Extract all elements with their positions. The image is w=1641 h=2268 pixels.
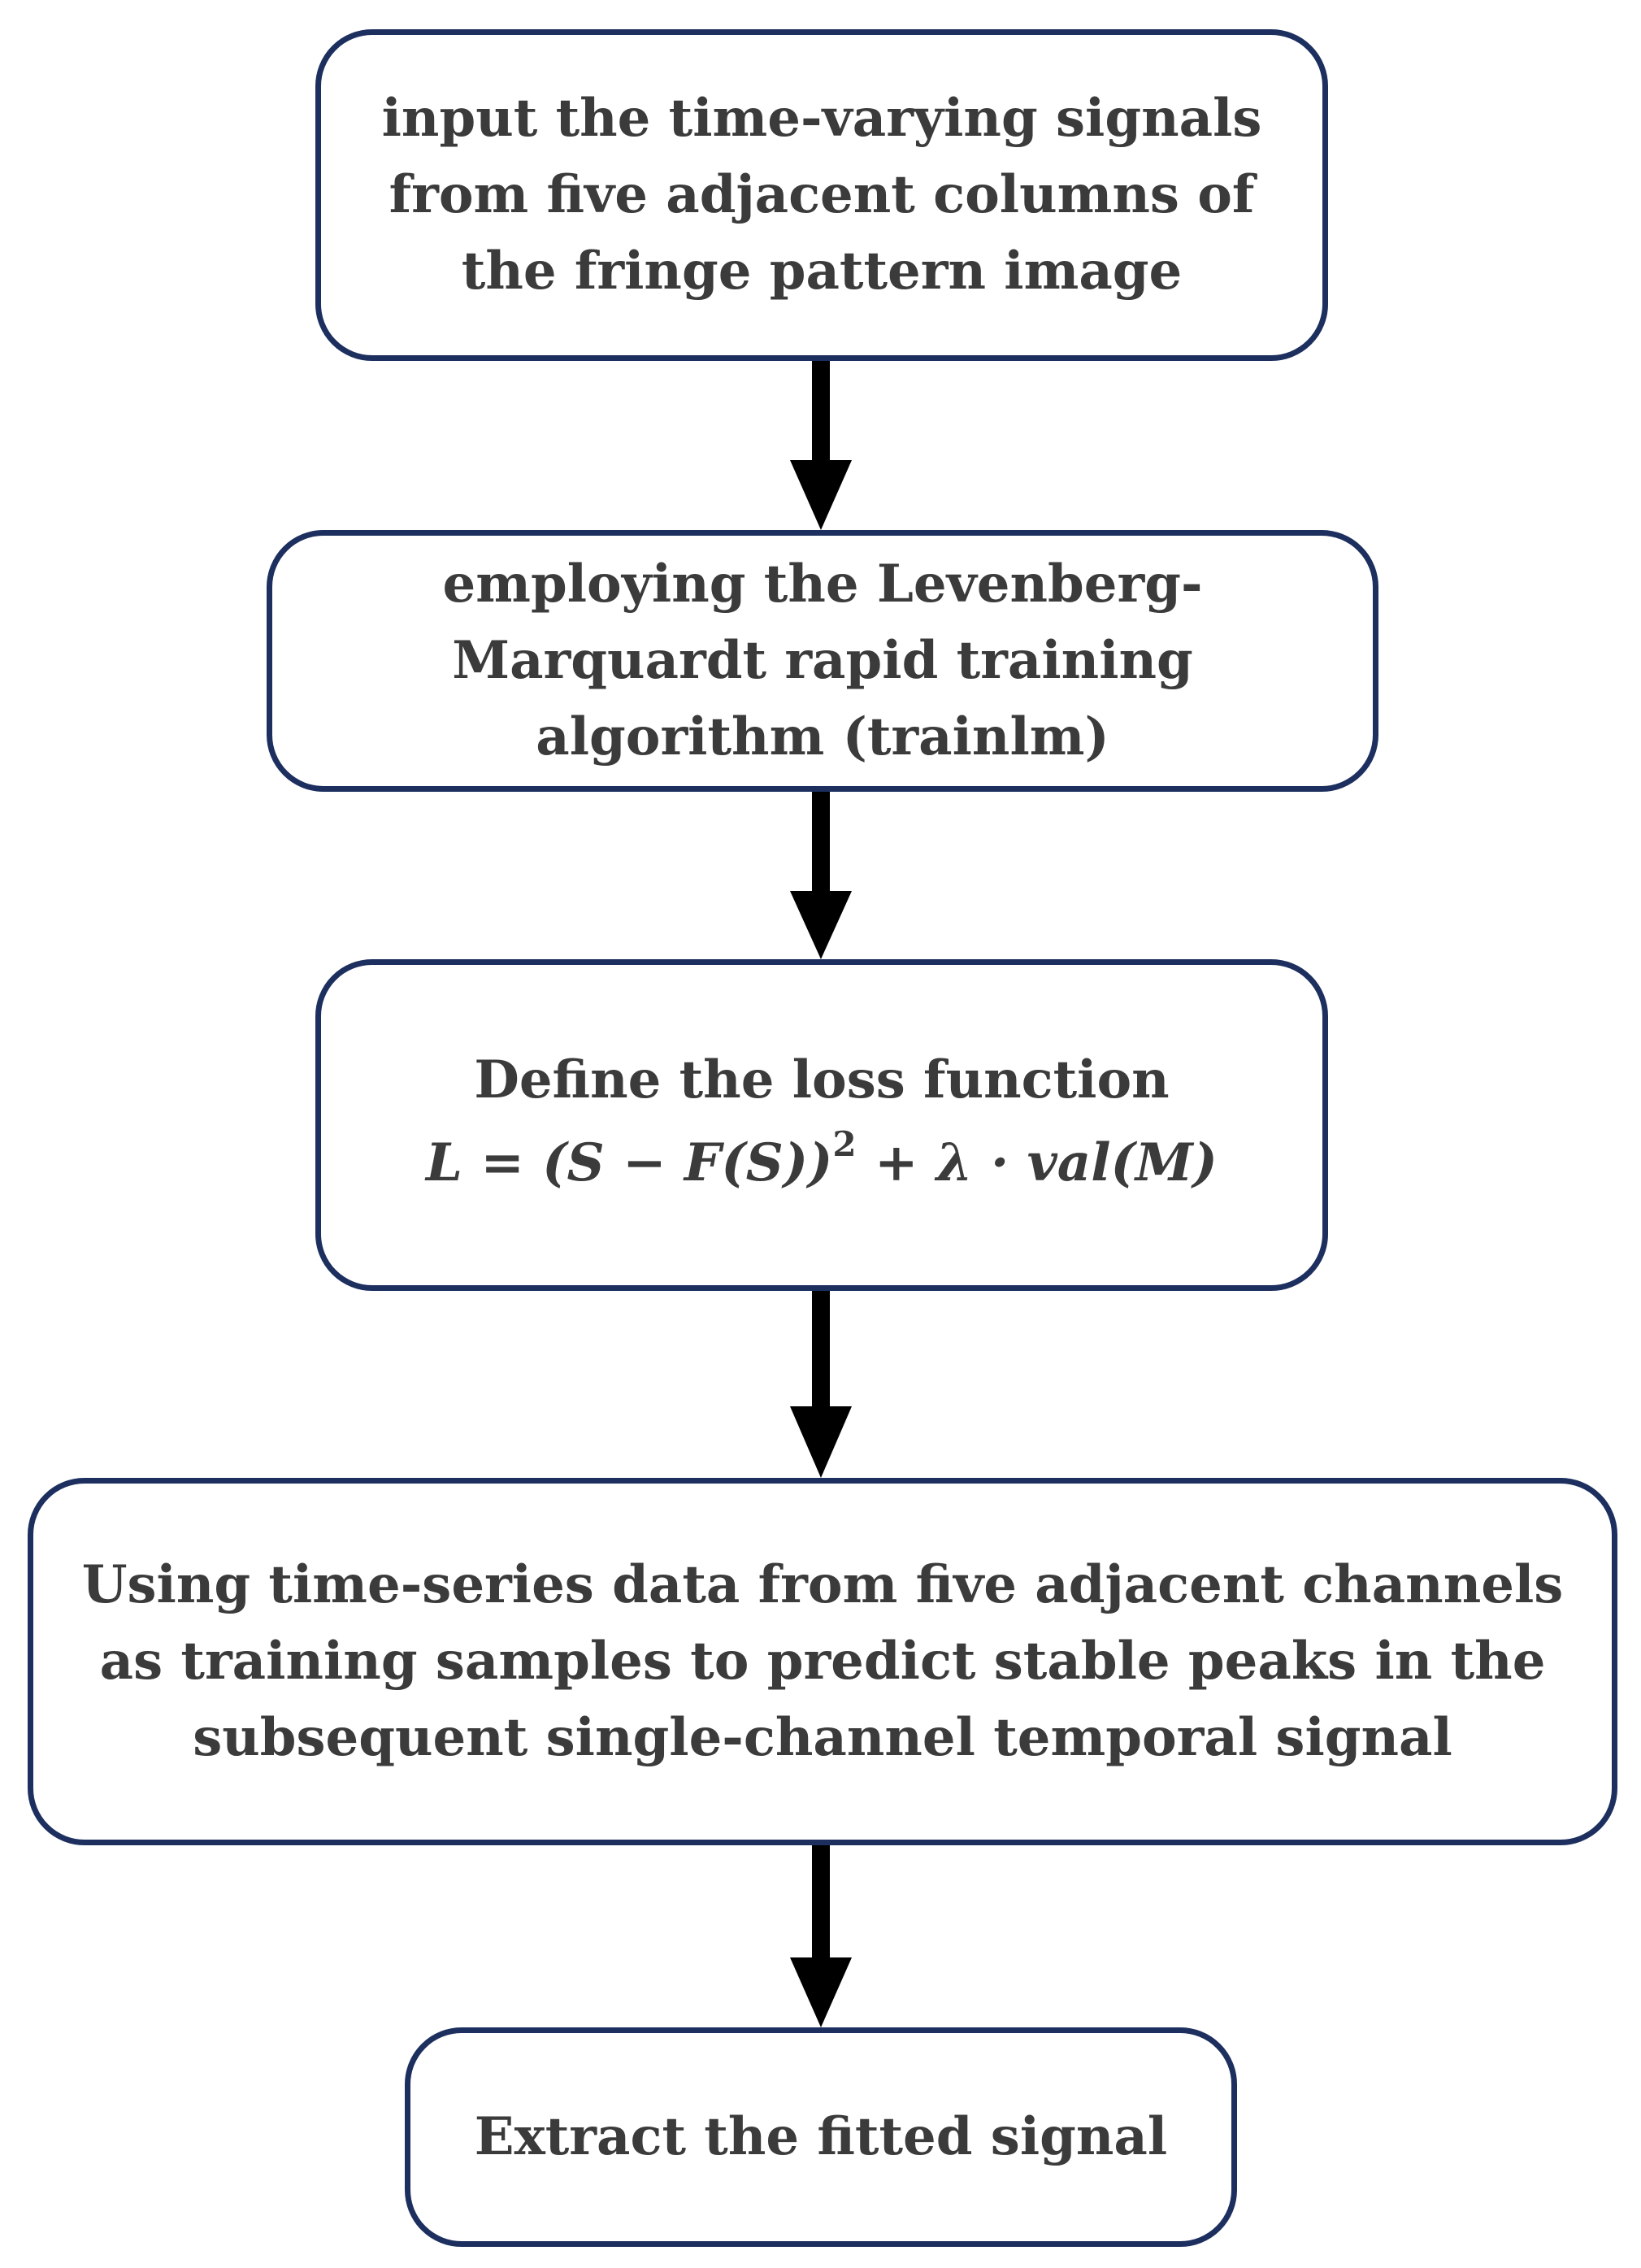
formula-exponent: 2 [832,1124,857,1164]
step-loss-function-title: Define the loss function [474,1049,1170,1110]
arrow-1-to-2 [790,361,852,530]
arrow-3-to-4 [790,1291,852,1478]
step-training-samples-line-2: as training samples to predict stable pe… [99,1631,1546,1692]
arrow-4-to-5 [790,1845,852,2027]
step-training-samples-line-3: subsequent single-channel temporal signa… [193,1707,1452,1768]
step-levenberg-marquardt-box: employing the Levenberg- Marquardt rapid… [267,530,1378,792]
step-training-samples-line-1: Using time-series data from five adjacen… [81,1554,1564,1615]
step-loss-function-box: Define the loss function L = (S − F(S))2… [315,959,1328,1291]
step-levenberg-marquardt-line-3: algorithm (trainlm) [536,706,1109,767]
formula-main: L = (S − F(S)) [426,1132,833,1193]
step-levenberg-marquardt-line-2: Marquardt rapid training [452,630,1193,691]
arrow-2-to-3 [790,792,852,959]
formula-rest: + λ · val(M) [874,1132,1218,1193]
step-input-signals-line-1: input the time-varying signals [381,88,1262,149]
step-extract-signal-line-1: Extract the fitted signal [474,2106,1168,2167]
step-input-signals-line-2: from five adjacent columns of [389,164,1255,225]
step-input-signals-box: input the time-varying signals from five… [315,29,1328,361]
step-levenberg-marquardt-line-1: employing the Levenberg- [442,554,1203,615]
loss-function-formula: L = (S − F(S))2 + λ · val(M) [426,1119,1218,1208]
step-extract-signal-box: Extract the fitted signal [405,2027,1237,2247]
step-input-signals-line-3: the fringe pattern image [461,241,1183,302]
step-training-samples-box: Using time-series data from five adjacen… [28,1478,1617,1845]
